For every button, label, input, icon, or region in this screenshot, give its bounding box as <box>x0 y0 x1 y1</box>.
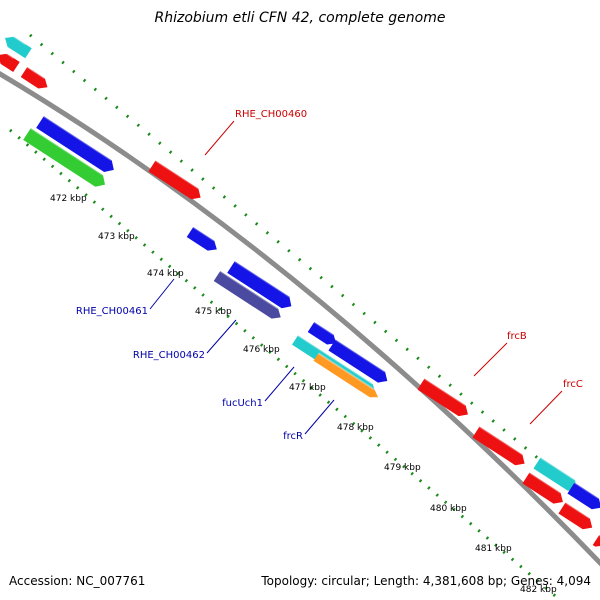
gene-feature <box>23 128 105 187</box>
gene-feature-highlight <box>539 456 576 481</box>
gene-feature <box>148 160 201 200</box>
gene-feature <box>472 426 525 466</box>
gene-feature-highlight <box>0 49 15 59</box>
tick-row <box>9 128 561 600</box>
scale-label: 481 kbp <box>475 544 512 554</box>
scale-label: 476 kbp <box>243 345 280 355</box>
label-leaders <box>149 120 563 435</box>
gene-feature <box>533 457 578 491</box>
scale-label: 482 kbp <box>520 585 557 595</box>
gene-feature-highlight <box>192 226 215 242</box>
gene-feature-highlight <box>30 127 104 176</box>
scale-label: 473 kbp <box>98 232 135 242</box>
gene-feature-highlight <box>313 321 335 336</box>
gene-features <box>0 32 600 547</box>
scale-label: 479 kbp <box>384 463 421 473</box>
genome-summary: Topology: circular; Length: 4,381,608 bp… <box>261 574 591 588</box>
leader-line <box>529 390 563 425</box>
map-title: Rhizobium etli CFN 42, complete genome <box>154 10 446 26</box>
gene-label: RHE_CH00460 <box>235 109 307 120</box>
gene-feature-highlight <box>478 425 523 456</box>
gene-feature-highlight <box>423 377 467 407</box>
scale-label: 480 kbp <box>430 504 467 514</box>
scale-label: 472 kbp <box>50 194 87 204</box>
gene-feature <box>328 339 388 383</box>
gene-feature <box>307 321 337 345</box>
gene-feature-highlight <box>234 260 290 298</box>
gene-feature-highlight <box>297 334 374 385</box>
gene-feature-highlight <box>154 159 199 190</box>
gene-feature <box>558 502 593 530</box>
gene-label: RHE_CH00461 <box>76 306 148 317</box>
gene-feature <box>227 261 292 309</box>
gene-feature <box>36 116 114 172</box>
leader-line <box>473 342 508 377</box>
scale-label: 475 kbp <box>195 307 232 317</box>
gene-feature <box>0 53 20 73</box>
gene-label: frcR <box>283 431 303 442</box>
gene-feature-highlight <box>26 66 46 80</box>
gene-feature-highlight <box>573 481 600 500</box>
leader-line <box>304 399 335 435</box>
gene-feature-highlight <box>43 115 113 162</box>
gene-feature <box>313 353 379 398</box>
leader-line <box>206 319 237 354</box>
gene-feature <box>567 482 600 510</box>
scale-labels: 472 kbp 473 kbp 474 kbp 475 kbp 476 kbp 477 k… <box>50 194 557 595</box>
scale-label: 474 kbp <box>147 269 184 279</box>
gene-feature-highlight <box>528 471 562 494</box>
gene-feature <box>186 226 217 251</box>
scale-label: 477 kbp <box>289 383 326 393</box>
leader-line <box>149 278 175 310</box>
gene-feature <box>5 36 32 59</box>
gene-label: frcB <box>507 331 527 342</box>
tick-row <box>29 33 600 512</box>
gene-feature <box>417 378 468 417</box>
gene-feature-highlight <box>219 270 279 310</box>
gene-label: fucUch1 <box>222 398 263 409</box>
accession-text: Accession: NC_007761 <box>9 574 146 588</box>
gene-feature <box>20 66 48 89</box>
gene-label: frcC <box>563 379 583 390</box>
leader-line <box>204 120 235 156</box>
scale-label: 478 kbp <box>337 423 374 433</box>
gene-feature-highlight <box>334 338 386 373</box>
gene-feature <box>522 472 563 504</box>
gene-feature-highlight <box>7 32 27 46</box>
leader-line <box>264 366 295 402</box>
gene-feature-highlight <box>317 352 376 391</box>
gene-feature <box>592 534 600 547</box>
gene-feature-highlight <box>564 501 591 520</box>
genome-backbone <box>0 71 600 567</box>
gene-label: RHE_CH00462 <box>133 350 205 361</box>
gene-feature <box>213 270 281 319</box>
